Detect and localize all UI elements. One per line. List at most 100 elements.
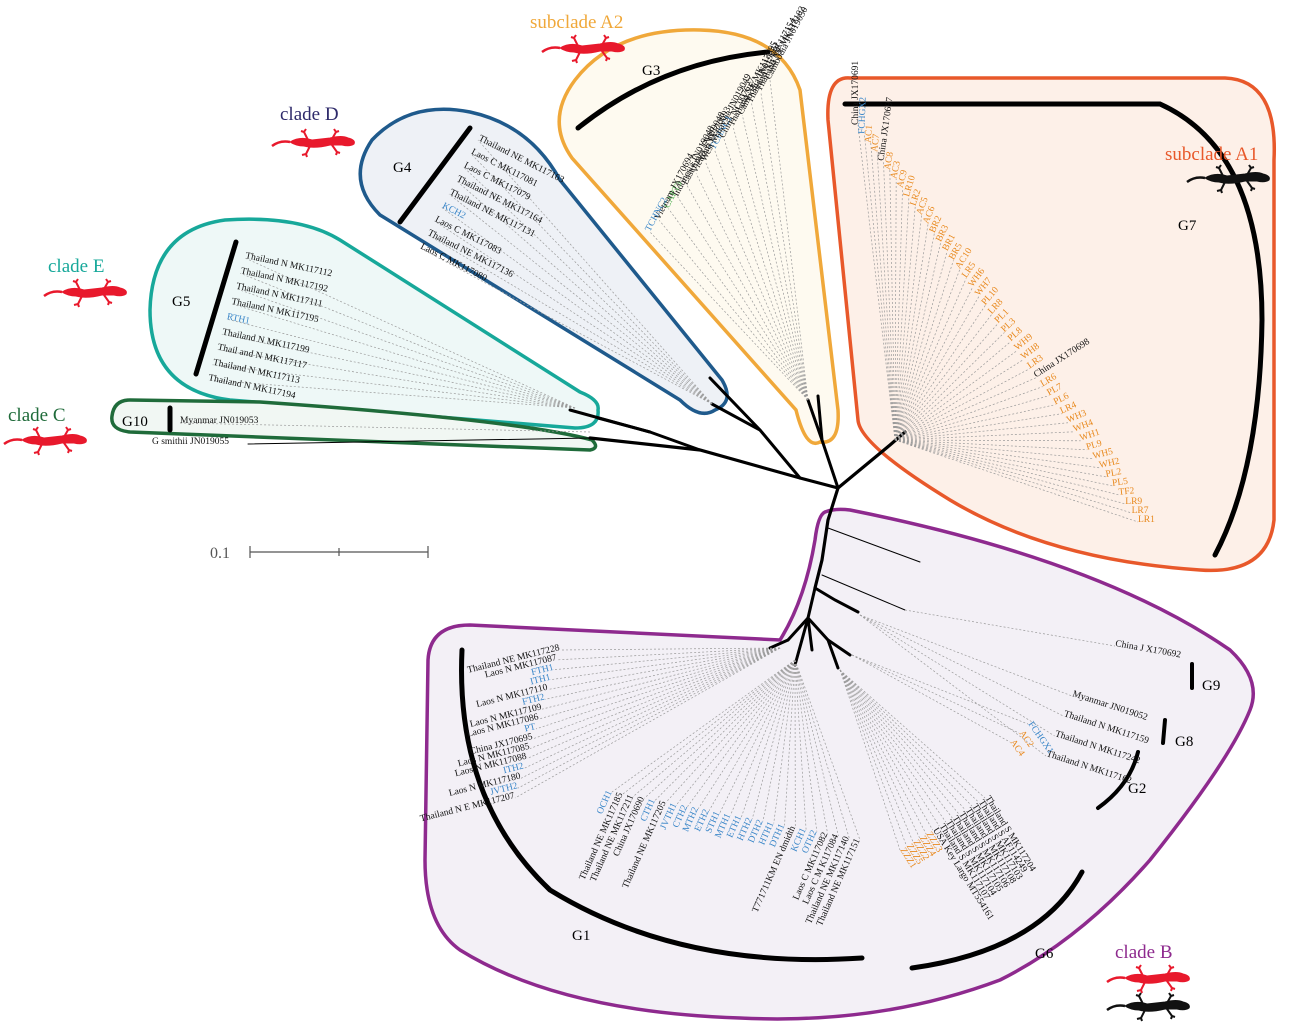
leaf-label: RTH1 xyxy=(226,312,251,327)
leaf-label: AC1 xyxy=(864,124,875,143)
group-label-g5: G5 xyxy=(172,294,190,310)
leaf-lead-line xyxy=(541,647,781,710)
g2-bar xyxy=(1096,750,1140,810)
leaf-lead-line xyxy=(859,614,1047,757)
leaf-label: PL2 xyxy=(1105,467,1123,480)
leaf-lead-line xyxy=(894,260,954,441)
leaf-lead-line xyxy=(839,669,920,839)
leaf-lead-line xyxy=(894,341,1011,441)
leaf-lead-line xyxy=(217,349,576,409)
leaf-label: TF2 xyxy=(1118,486,1135,498)
leaf-lead-line xyxy=(894,404,1056,441)
leaf-label: G smithii JN019055 xyxy=(152,437,229,447)
leaf-lead-line xyxy=(894,332,1005,441)
leaf-lead-line xyxy=(719,659,796,814)
leaf-lead-line xyxy=(544,647,781,700)
leaf-lead-line xyxy=(894,422,1069,441)
leaf-lead-line xyxy=(448,193,713,405)
leaf-lead-line xyxy=(517,647,781,789)
leaf-lead-line xyxy=(697,659,796,809)
clade-b-outline xyxy=(423,507,1255,1021)
leaf-lead-line xyxy=(762,659,796,822)
leaf-label: LR7 xyxy=(1132,506,1149,516)
leaf-label: LR9 xyxy=(1125,497,1142,507)
group-label-g7: G7 xyxy=(1178,218,1197,234)
leaf-lead-line xyxy=(870,143,896,441)
leaf-lead-line xyxy=(894,188,903,441)
leaf-lead-line xyxy=(633,659,796,797)
leaf-lead-line xyxy=(556,647,781,661)
leaf-lead-line xyxy=(894,197,910,441)
leaf-label: AC8 xyxy=(883,151,896,171)
leaf-label: FCHGX2 xyxy=(857,97,868,135)
leaf-lead-line xyxy=(839,669,986,799)
leaf-label: AC7 xyxy=(870,133,882,152)
leaf-lead-line xyxy=(894,287,973,441)
leaf-lead-line xyxy=(894,439,1081,442)
leaf-lead-line xyxy=(550,647,781,680)
leaf-lead-line xyxy=(894,377,1037,441)
leaf-lead-line xyxy=(654,659,796,801)
gecko-icon-b-black xyxy=(1105,991,1191,1023)
clade-c-outline xyxy=(110,398,598,452)
leaf-lead-line xyxy=(773,659,796,824)
leaf-lead-line xyxy=(851,654,1029,725)
clade-title-a2: subclade A2 xyxy=(530,12,623,33)
leaf-lead-line xyxy=(547,647,781,690)
leaf-lead-line xyxy=(686,185,809,401)
leaf-label: WH5 xyxy=(1092,447,1115,462)
leaf-lead-line xyxy=(894,305,986,441)
clade-title-b: clade B xyxy=(1115,942,1173,963)
leaf-label: PL5 xyxy=(1112,477,1129,489)
leaf-lead-line xyxy=(889,170,896,441)
leaf-lead-line xyxy=(419,247,713,405)
leaf-lead-line xyxy=(894,350,1018,441)
group-label-g6: G6 xyxy=(1035,946,1054,962)
leaf-lead-line xyxy=(535,647,781,730)
leaf-lead-line xyxy=(794,659,818,832)
leaf-lead-line xyxy=(894,439,1088,451)
leaf-lead-line xyxy=(668,208,809,401)
leaf-lead-line xyxy=(839,669,927,835)
clade-title-c: clade C xyxy=(8,405,66,426)
leaf-lead-line xyxy=(463,166,713,405)
leaf-lead-line xyxy=(859,614,1064,717)
leaf-lead-line xyxy=(665,659,796,803)
leaf-lead-line xyxy=(529,647,781,749)
leaf-lead-line xyxy=(894,359,1024,441)
leaf-lead-line xyxy=(894,224,929,441)
leaf-label: LR1 xyxy=(1138,515,1155,525)
leaf-lead-line xyxy=(904,609,1116,647)
leaf-lead-line xyxy=(769,79,809,401)
leaf-lead-line xyxy=(751,659,796,820)
leaf-lead-line xyxy=(894,439,1100,469)
leaf-lead-line xyxy=(894,439,1094,460)
leaf-lead-line xyxy=(839,669,953,819)
leaf-lead-line xyxy=(839,669,947,823)
leaf-lead-line xyxy=(470,153,713,405)
leaf-lead-line xyxy=(244,257,576,409)
leaf-lead-line xyxy=(723,138,809,401)
leaf-lead-line xyxy=(876,152,896,441)
leaf-label: WH2 xyxy=(1098,457,1120,471)
g7-bar xyxy=(842,101,1265,558)
leaf-lead-line xyxy=(839,669,933,831)
leaf-lead-line xyxy=(553,647,781,671)
leaf-lead-line xyxy=(894,439,1119,496)
leaf-lead-line xyxy=(883,161,896,441)
leaf-lead-line xyxy=(894,233,935,441)
leaf-lead-line xyxy=(864,133,896,441)
leaf-lead-line xyxy=(839,669,966,811)
leaf-label: ITH2 xyxy=(502,762,525,777)
leaf-lead-line xyxy=(708,659,796,811)
g1-bar xyxy=(459,647,865,963)
leaf-lead-line xyxy=(894,179,897,441)
leaf-lead-line xyxy=(559,647,781,651)
leaf-lead-line xyxy=(514,647,781,799)
leaf-label: AC9 xyxy=(896,169,910,189)
leaf-lead-line xyxy=(794,659,850,839)
leaf-lead-line xyxy=(839,669,973,807)
leaf-label: ITH1 xyxy=(529,673,552,688)
group-label-g9: G9 xyxy=(1202,678,1220,694)
